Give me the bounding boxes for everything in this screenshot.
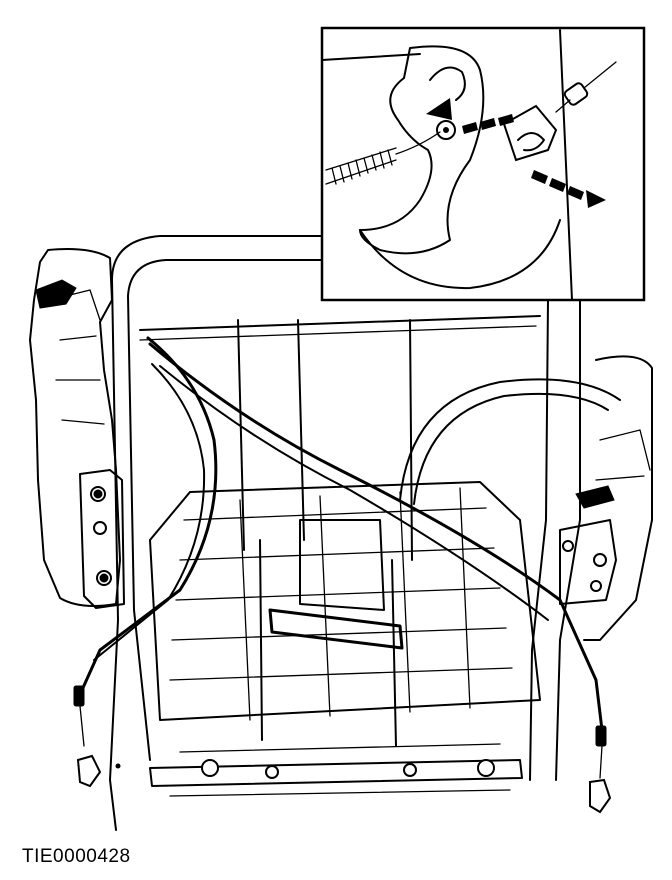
left-cable-end [73,685,121,788]
figure-reference-code: TIE0000428 [22,846,131,867]
seat-back-frame [109,235,581,831]
right-seat-bolster [559,355,653,641]
left-seat-bolster [29,248,121,607]
remove-arrow [531,170,606,208]
insert-arrow [426,98,514,134]
release-cables [80,336,621,732]
seat-spring-frame [149,319,541,747]
front-crossbar [149,743,523,797]
cable-clip [502,61,617,162]
detail-inset [320,26,646,302]
right-cable-end [589,725,612,814]
tension-spring [325,131,441,185]
left-hinge-bracket [79,469,125,609]
